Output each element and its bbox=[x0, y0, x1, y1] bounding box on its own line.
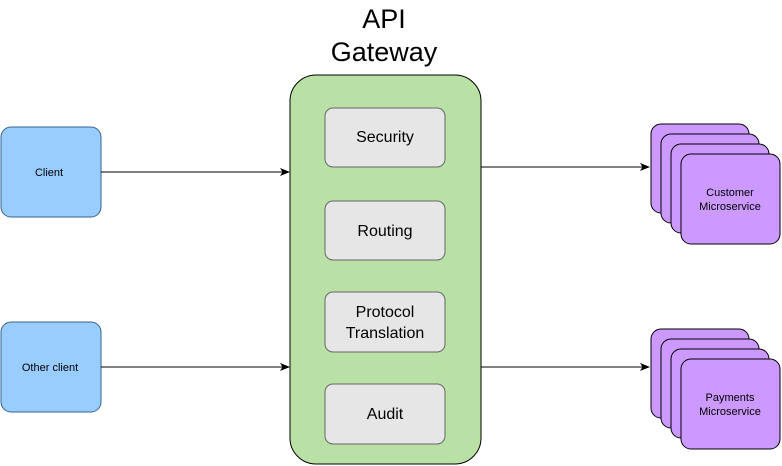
client-label: Client bbox=[35, 167, 63, 179]
other-client-box: Other client bbox=[0, 321, 102, 413]
payments-microservice-stack: Payments Microservice bbox=[650, 328, 781, 450]
payments-service-label-line-2: Microservice bbox=[699, 406, 761, 418]
customer-microservice-stack: Customer Microservice bbox=[650, 123, 781, 245]
payments-service-label-line-1: Payments bbox=[706, 392, 755, 404]
module-label: Audit bbox=[367, 406, 404, 423]
module-label-line-1: Protocol bbox=[356, 304, 415, 321]
gateway-module-routing: Routing bbox=[324, 200, 446, 261]
gateway-module-protocol-translation: Protocol Translation bbox=[324, 291, 446, 353]
module-label: Routing bbox=[357, 223, 412, 240]
gateway-module-security: Security bbox=[324, 107, 446, 168]
api-gateway-container bbox=[289, 74, 482, 465]
diagram-title-line-2: Gateway bbox=[331, 37, 438, 67]
customer-service-label-line-2: Microservice bbox=[699, 201, 761, 213]
module-label-line-2: Translation bbox=[346, 325, 425, 342]
other-client-label: Other client bbox=[22, 362, 78, 374]
gateway-module-audit: Audit bbox=[324, 383, 446, 445]
diagram-title-line-1: API bbox=[362, 4, 406, 34]
client-box: Client bbox=[0, 126, 102, 218]
customer-service-label-line-1: Customer bbox=[706, 187, 754, 199]
module-label: Security bbox=[356, 129, 414, 146]
